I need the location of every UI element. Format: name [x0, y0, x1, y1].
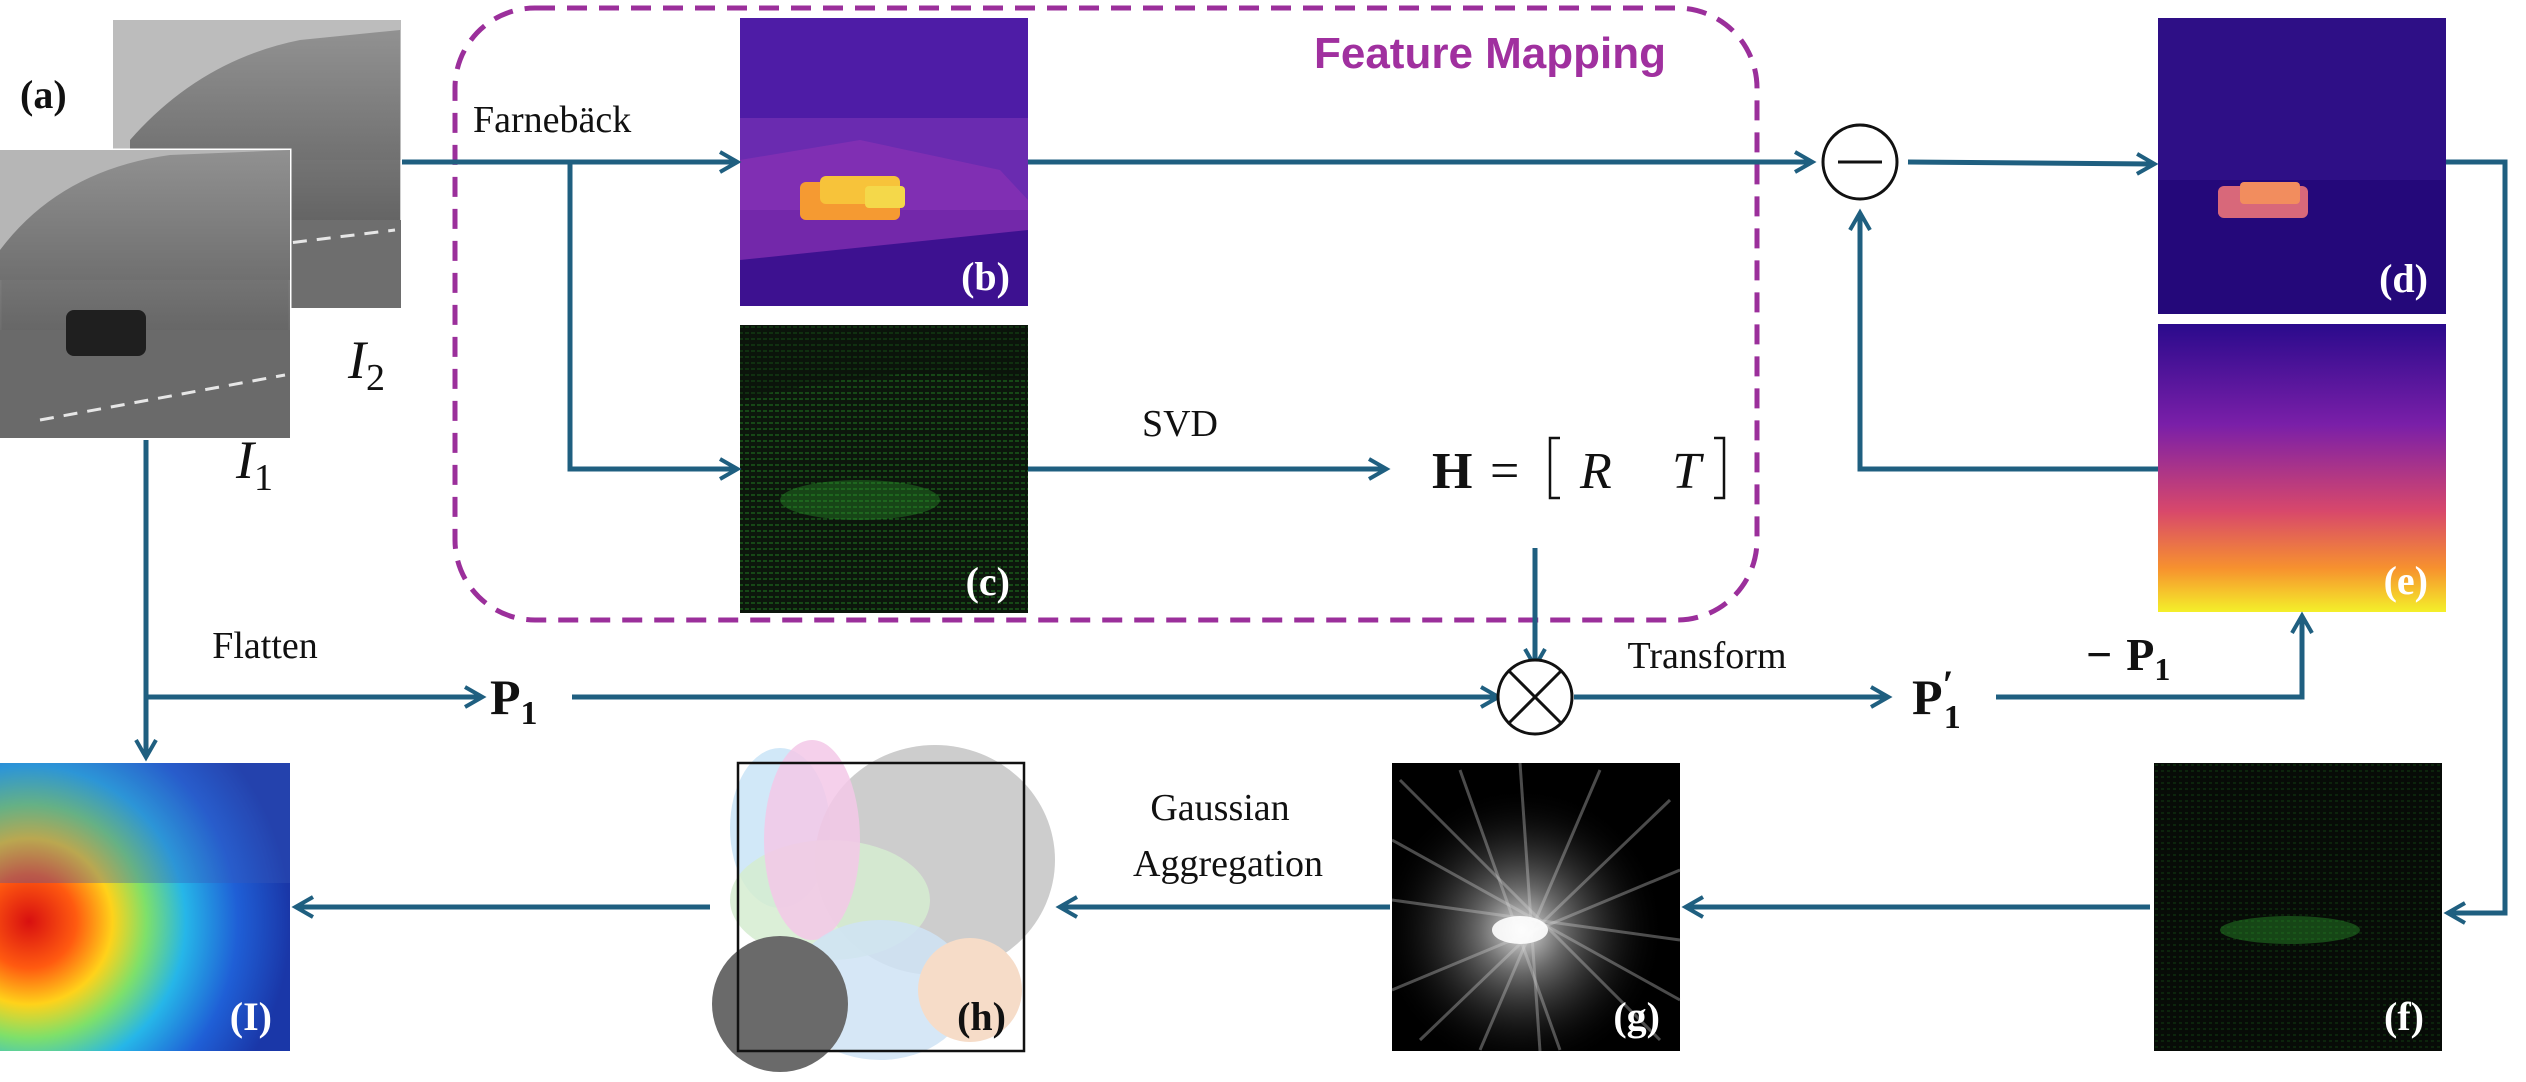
arrows: [134, 150, 2508, 925]
arrow-to-c: [567, 162, 742, 481]
feature-mapping-box: [452, 5, 1760, 623]
feature-mapping-title: Feature Mapping: [1314, 29, 1666, 78]
edge-label-svd: SVD: [1142, 403, 1218, 445]
image-f-residual-vectors: [2154, 763, 2442, 1051]
image-g-line-density: [1391, 762, 1681, 1052]
times-circle-operator: [1496, 658, 1574, 736]
svg-text:H: H: [1432, 443, 1472, 500]
label-l: (I): [230, 994, 272, 1039]
image-h-gaussians: [712, 740, 1055, 1072]
svg-text:R: R: [1579, 443, 1612, 500]
svg-text:=: =: [1490, 443, 1519, 500]
image-d-residual: [2158, 18, 2446, 314]
edge-label-transform: Transform: [1627, 635, 1786, 677]
formula-h: H = R T: [1432, 436, 1726, 500]
label-b: (b): [961, 254, 1010, 299]
label-e: (e): [2384, 558, 2428, 603]
arrow-minus-to-d: [1907, 152, 2159, 176]
image-c-flow-vectors: [740, 325, 1028, 613]
symbol-i1: I1: [235, 430, 273, 499]
image-i1: [0, 148, 292, 440]
symbol-minus-p1: −P1: [2086, 629, 2170, 687]
label-c: (c): [966, 559, 1010, 604]
edge-label-farneback: Farnebäck: [473, 99, 631, 141]
edge-label-gaussian-line2: Aggregation: [1133, 843, 1323, 885]
edge-label-gaussian-line1: Gaussian: [1150, 787, 1289, 829]
arrow-e-to-minus: [1848, 208, 2158, 472]
label-d: (d): [2379, 256, 2428, 301]
label-a: (a): [20, 72, 67, 117]
svg-text:T: T: [1672, 443, 1704, 500]
label-h: (h): [957, 994, 1006, 1039]
arrow-d-to-f: [2443, 159, 2508, 925]
label-f: (f): [2384, 994, 2424, 1039]
image-l-heatmap: [0, 763, 290, 1051]
image-b-flow-magnitude: [740, 18, 1028, 306]
edge-label-flatten: Flatten: [212, 625, 318, 667]
image-e-projected: [2158, 324, 2446, 612]
symbol-p1-prime: P′1: [1912, 662, 1961, 736]
arrow-to-e: [1996, 611, 2314, 700]
symbol-p1: P1: [490, 669, 538, 732]
symbol-i2: I2: [347, 330, 385, 399]
label-g: (g): [1613, 994, 1660, 1039]
minus-circle-operator: [1821, 123, 1899, 201]
